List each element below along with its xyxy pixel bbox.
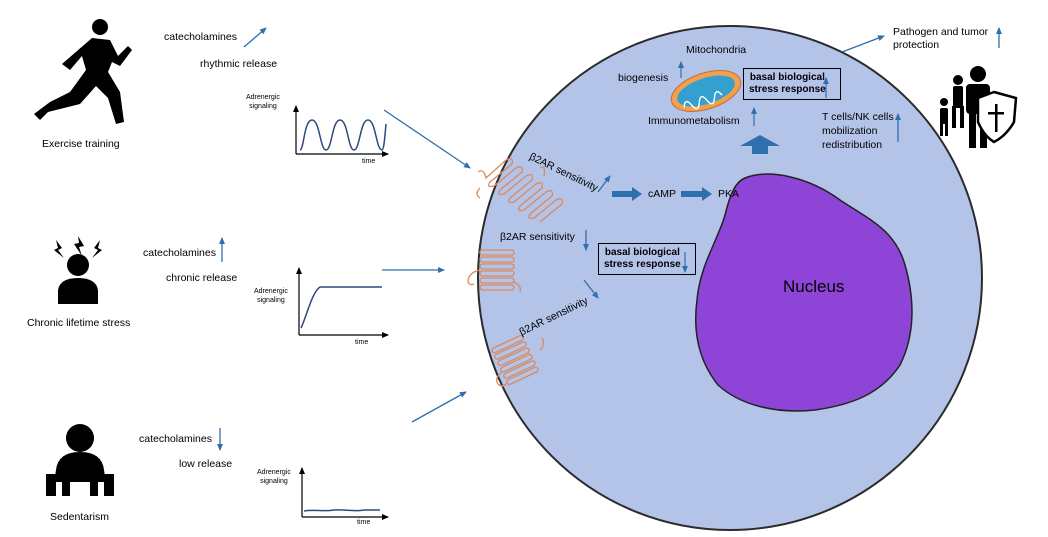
- graph-sedentary: [299, 467, 389, 520]
- mitochondria-label: Mitochondria: [686, 44, 747, 56]
- nucleus: [694, 173, 913, 412]
- graph1-ylabel: Adrenergic signaling: [246, 94, 280, 110]
- family-shield-icon: [940, 66, 1018, 148]
- stress-catecholamines-label: catecholamines: [143, 247, 216, 259]
- runner-icon: [34, 19, 132, 124]
- sedentary-catecholamines-label: catecholamines: [139, 433, 212, 445]
- stressed-person-icon: [54, 236, 102, 304]
- pka-label: PKA: [718, 188, 740, 200]
- graph2-ylabel: Adrenergic signaling: [254, 288, 288, 304]
- b2ar-top-up-arrow: [597, 175, 611, 193]
- stress-box-mid-line2: stress response: [604, 259, 681, 270]
- b2ar-receptor-bottom: [491, 334, 545, 387]
- graph1-xlabel: time: [362, 158, 376, 165]
- stress-box-mid-line1: basal biological: [604, 247, 680, 258]
- signal-rhythmic: [299, 119, 387, 151]
- pathogen-label-block: Pathogen and tumor protection: [893, 26, 988, 52]
- exercise-to-receptor-arrow: [383, 109, 471, 169]
- to-camp-arrow: [612, 187, 642, 201]
- pathogen-line1: Pathogen and tumor: [893, 26, 989, 38]
- tcells-line1: T cells/NK cells: [822, 111, 894, 123]
- sedentarism-label: Sedentarism: [50, 511, 109, 523]
- exercise-training-label: Exercise training: [42, 138, 120, 150]
- graph2-xlabel: time: [355, 339, 369, 346]
- b2ar-receptor-top: [476, 158, 564, 223]
- exercise-release-label: rhythmic release: [200, 58, 278, 70]
- camp-label: cAMP: [648, 188, 677, 200]
- signal-chronic: [300, 286, 382, 329]
- big-up-arrow: [740, 135, 780, 154]
- pathogen-line2: protection: [893, 39, 940, 51]
- stress-release-label: chronic release: [166, 272, 238, 284]
- immunometabolism-label: Immunometabolism: [648, 115, 740, 127]
- mitochondrion-icon: [670, 70, 742, 112]
- graph3-xlabel: time: [357, 519, 371, 526]
- graph3-ylabel: Adrenergic signaling: [257, 469, 291, 485]
- nucleus-label: Nucleus: [783, 277, 845, 296]
- exercise-catecholamines-label: catecholamines: [164, 31, 237, 43]
- stress-box-top-line1: basal biological: [749, 72, 825, 83]
- tcells-line2: mobilization: [822, 125, 878, 137]
- to-pathogen-arrow: [841, 35, 885, 53]
- tcells-line3: redistribution: [822, 139, 883, 151]
- to-pka-arrow: [681, 187, 712, 201]
- stress-response-box-top: basal biological stress response: [743, 68, 841, 100]
- sedentary-to-receptor-arrow: [411, 391, 467, 423]
- sitting-person-icon: [46, 424, 114, 496]
- chronic-stress-label: Chronic lifetime stress: [27, 317, 131, 329]
- tcells-label-block: T cells/NK cells mobilization redistribu…: [822, 110, 894, 152]
- stress-response-box-mid: basal biological stress response: [598, 243, 696, 275]
- biogenesis-label: biogenesis: [618, 72, 669, 84]
- signal-low: [303, 509, 380, 512]
- b2ar-receptor-mid: [467, 249, 522, 293]
- stress-box-top-line2: stress response: [749, 84, 826, 95]
- sedentary-release-label: low release: [179, 458, 233, 470]
- graph-stress: [296, 267, 389, 338]
- b2ar-sensitivity-mid-label: β2AR sensitivity: [500, 231, 575, 243]
- b2ar-bottom-down-arrow: [583, 279, 599, 299]
- exercise-up-arrow: [243, 27, 267, 48]
- graph-exercise: [293, 105, 389, 157]
